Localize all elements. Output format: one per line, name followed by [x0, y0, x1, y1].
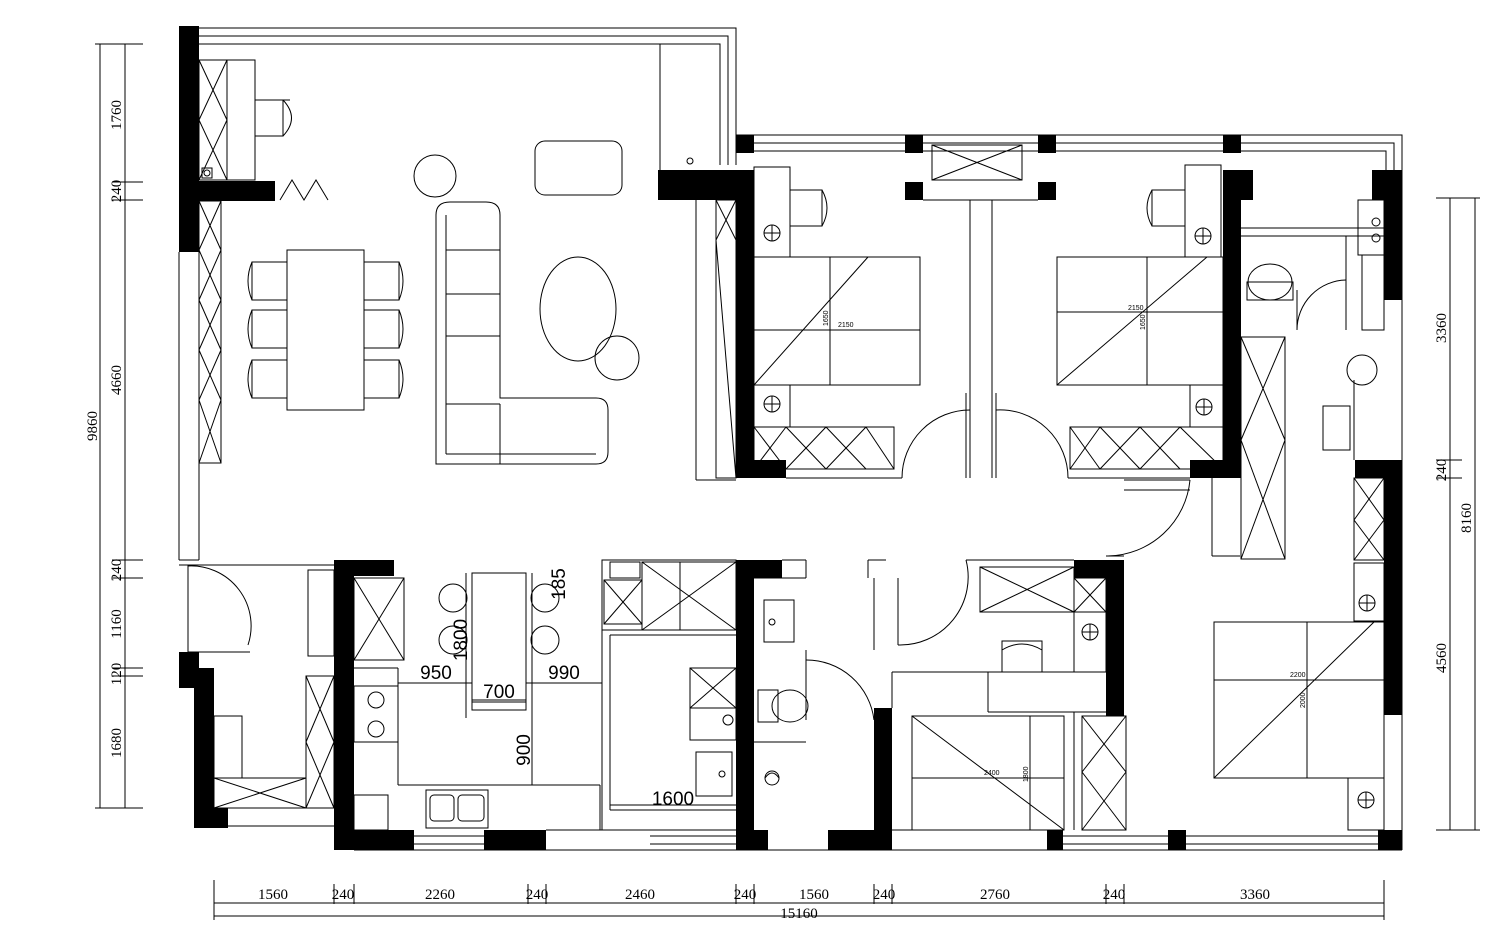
dim-950: 950: [420, 663, 452, 684]
right-dim-1: 3360: [1434, 313, 1450, 343]
bed-labels: 2150 1650 2150 1650 2400 1800 2200 2000: [823, 305, 1307, 782]
bedroom-4: [1213, 621, 1385, 831]
bed2-width: 2150: [1128, 305, 1144, 312]
dim-900: 900: [514, 734, 535, 766]
dim-990: 990: [548, 663, 580, 684]
bed1-height: 1650: [823, 310, 830, 326]
master-bath: [1240, 199, 1385, 622]
bottom-dim-1: 1560: [258, 887, 288, 903]
bed4-height: 2000: [1300, 692, 1307, 708]
walls: [179, 26, 1402, 850]
bottom-dim-11: 3360: [1240, 887, 1270, 903]
bottom-dim-3: 2260: [425, 887, 455, 903]
window-cabinet: [931, 144, 1023, 181]
bed4-width: 2200: [1290, 672, 1306, 679]
bottom-dim-7: 1560: [799, 887, 829, 903]
kitchen-dimension-labels: 185 1800 950 700 990 900 1600: [420, 568, 694, 810]
kitchen: [213, 569, 560, 831]
bottom-dim-6: 240: [734, 887, 757, 903]
bed3-width: 2400: [984, 770, 1000, 777]
dim-1600: 1600: [652, 789, 694, 810]
dimension-lines: [95, 43, 1480, 920]
kitchen-dim-lines: [398, 682, 736, 806]
dimension-ticks: [112, 43, 1462, 904]
bottom-dim-total: 15160: [780, 906, 818, 922]
bedroom-3: [911, 566, 1127, 831]
right-dimension-labels: 3360 240 4560 8160: [1434, 313, 1475, 673]
right-dim-total: 8160: [1459, 503, 1475, 533]
right-dim-3: 4560: [1434, 643, 1450, 673]
bed1-width: 2150: [838, 322, 854, 329]
bedroom-1: [715, 166, 921, 479]
utility-room: [601, 559, 737, 741]
dim-1800: 1800: [451, 619, 472, 661]
interior-lines: [178, 188, 1403, 851]
bathroom: [695, 599, 809, 797]
bottom-dim-10: 240: [1103, 887, 1126, 903]
bedroom-2: [1056, 164, 1224, 470]
bottom-dim-9: 2760: [980, 887, 1010, 903]
bottom-dim-2: 240: [332, 887, 355, 903]
left-dim-6: 120: [109, 663, 125, 686]
left-dim-total: 9860: [85, 411, 101, 441]
bottom-dimension-labels: 1560 240 2260 240 2460 240 1560 240 2760…: [258, 887, 1270, 922]
living-cabinet: [198, 59, 329, 464]
dim-700: 700: [483, 682, 515, 703]
sofa: [413, 140, 694, 465]
balcony-outline: [198, 27, 1403, 188]
left-dimension-labels: 1760 240 4660 240 1160 120 1680 9860: [85, 100, 125, 758]
left-dim-1: 1760: [109, 100, 125, 130]
left-dim-7: 1680: [109, 728, 125, 758]
left-dim-2: 240: [109, 180, 125, 203]
left-dim-3: 4660: [109, 365, 125, 395]
bottom-dim-4: 240: [526, 887, 549, 903]
left-dim-4: 240: [109, 559, 125, 582]
doors: [187, 279, 1347, 721]
bed3-height: 1800: [1023, 766, 1030, 782]
bed2-height: 1650: [1140, 314, 1147, 330]
bottom-dim-5: 2460: [625, 887, 655, 903]
dim-185: 185: [549, 568, 570, 600]
dining-table: [247, 249, 404, 411]
left-dim-5: 1160: [109, 609, 125, 638]
bottom-dim-8: 240: [873, 887, 896, 903]
right-dim-2: 240: [1434, 459, 1450, 482]
